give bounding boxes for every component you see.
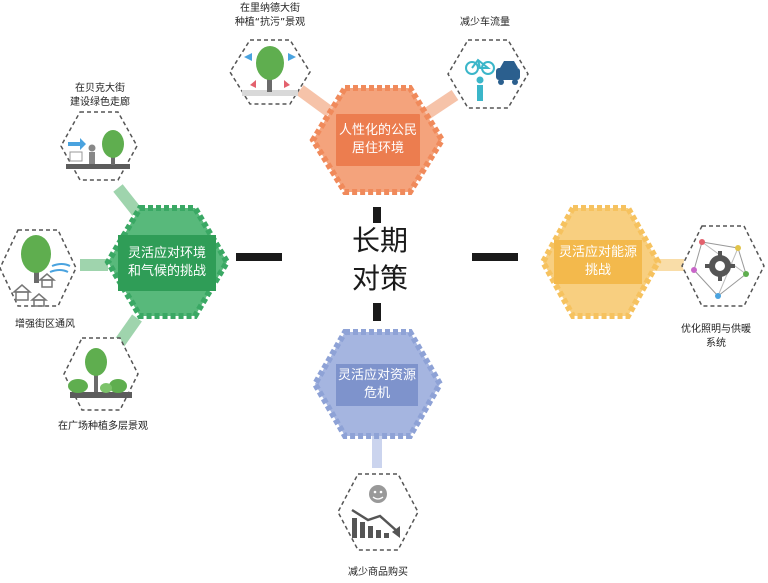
- strategy-bottom-label: 灵活应对资源 危机: [337, 368, 416, 401]
- hex-top: [309, 85, 446, 195]
- center-connector-right: [472, 253, 518, 261]
- badge-lighting-heating: [681, 225, 765, 307]
- center-connectors: [236, 207, 518, 321]
- connector-top-left: [296, 85, 334, 117]
- caption-reduce-goods: 减少商品购买: [348, 567, 408, 578]
- caption-square-planting: 在广场种植多层景观: [58, 421, 148, 432]
- strategy-left-label: 灵活应对环境 和气候的挑战: [127, 246, 206, 279]
- caption-ventilation: 增强街区通风: [15, 319, 75, 330]
- hex-right: [539, 205, 662, 319]
- badge-reduce-goods: [337, 473, 419, 551]
- gear-network-icon: [691, 239, 749, 299]
- center-title-line2: 对策: [351, 262, 408, 295]
- decreasing-chart-face-icon: [351, 485, 400, 538]
- tree-with-arrows-icon: [242, 46, 298, 96]
- center-connector-bottom: [373, 303, 381, 321]
- pedestrian-tree-icon: [66, 130, 130, 169]
- caption-baker-street: 在贝克大街 建设绿色走廊: [70, 83, 130, 108]
- strategy-right-label: 灵活应对能源 挑战: [558, 245, 637, 278]
- caption-reduce-traffic: 减少车流量: [460, 17, 510, 28]
- badge-baker-street: [60, 111, 138, 181]
- hex-right-inner: [554, 240, 642, 284]
- badge-rennard-street: [229, 39, 311, 105]
- center-title: 长期 对策: [330, 222, 430, 298]
- center-title-line1: 长期: [351, 224, 408, 257]
- connector-top-right: [421, 90, 459, 120]
- center-connector-top: [373, 207, 381, 223]
- caption-lighting-heating: 优化照明与供暖 系统: [681, 324, 751, 349]
- hex-top-inner: [336, 114, 420, 166]
- caption-rennard-street: 在里纳德大街 种植“抗污”景观: [234, 3, 306, 28]
- connector-left-top: [113, 184, 142, 216]
- bicycle-car-person-icon: [465, 58, 520, 101]
- hex-left-inner: [118, 235, 216, 291]
- badge-ventilation: [0, 229, 77, 307]
- hex-left: [104, 205, 231, 319]
- tree-houses-wind-icon: [12, 235, 71, 307]
- badge-reduce-traffic: [447, 39, 529, 109]
- hex-bottom-inner: [336, 364, 418, 406]
- layered-trees-icon: [68, 348, 132, 398]
- hex-bottom: [311, 329, 444, 439]
- badge-square-planting: [63, 337, 139, 411]
- strategy-top-label: 人性化的公民 居住环境: [338, 123, 417, 156]
- center-connector-left: [236, 253, 282, 261]
